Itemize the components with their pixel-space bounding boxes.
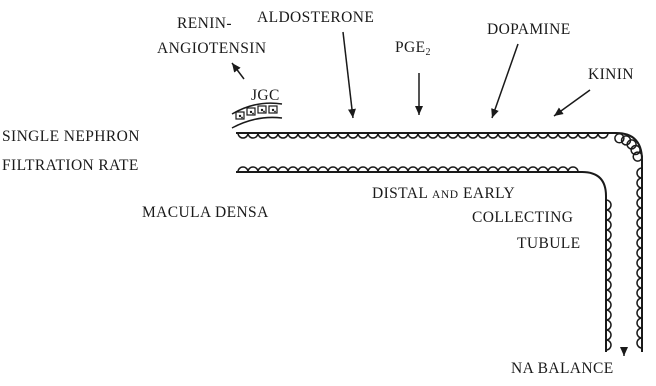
- distal-label-line1: DISTAL AND EARLY: [372, 186, 515, 202]
- renin-arrow: [232, 63, 244, 79]
- aldosterone-label: ALDOSTERONE: [257, 10, 374, 26]
- snfr-label-line1: SINGLE NEPHRON: [2, 129, 140, 145]
- tubule-outer-wall: [236, 133, 642, 352]
- macula-densa-label: MACULA DENSA: [142, 205, 269, 221]
- jgc-granule: [250, 111, 252, 113]
- aldosterone-arrow: [343, 32, 353, 118]
- distal-label-line2: COLLECTING: [472, 210, 573, 226]
- jgc-granule: [241, 117, 243, 119]
- kinin-arrow: [554, 90, 590, 116]
- na-balance-label: NA BALANCE: [511, 361, 614, 377]
- pge2-label: PGE2: [395, 40, 431, 56]
- pge2-subscript: 2: [425, 47, 430, 58]
- renin-label-line1: RENIN-: [177, 16, 232, 32]
- jgc-cells: [232, 103, 282, 128]
- jgc-label: JGC: [251, 88, 280, 104]
- pge2-base: PGE: [395, 39, 425, 56]
- jgc-granule: [239, 115, 241, 117]
- dopamine-label: DOPAMINE: [487, 22, 571, 38]
- early-word: EARLY: [463, 185, 515, 202]
- and-word: AND: [432, 189, 459, 201]
- jgc-granule: [274, 111, 276, 113]
- jgc-granule: [263, 111, 265, 113]
- distal-label-line3: TUBULE: [517, 236, 581, 252]
- kinin-label: KININ: [588, 67, 634, 83]
- snfr-label-line2: FILTRATION RATE: [2, 158, 139, 174]
- jgc-granule: [252, 113, 254, 115]
- jgc-granule: [272, 109, 274, 111]
- dopamine-arrow: [492, 44, 518, 118]
- renin-label-line2: ANGIOTENSIN: [157, 41, 266, 57]
- jgc-granule: [261, 109, 263, 111]
- nephron-tubule: [236, 133, 642, 352]
- distal-word: DISTAL: [372, 185, 428, 202]
